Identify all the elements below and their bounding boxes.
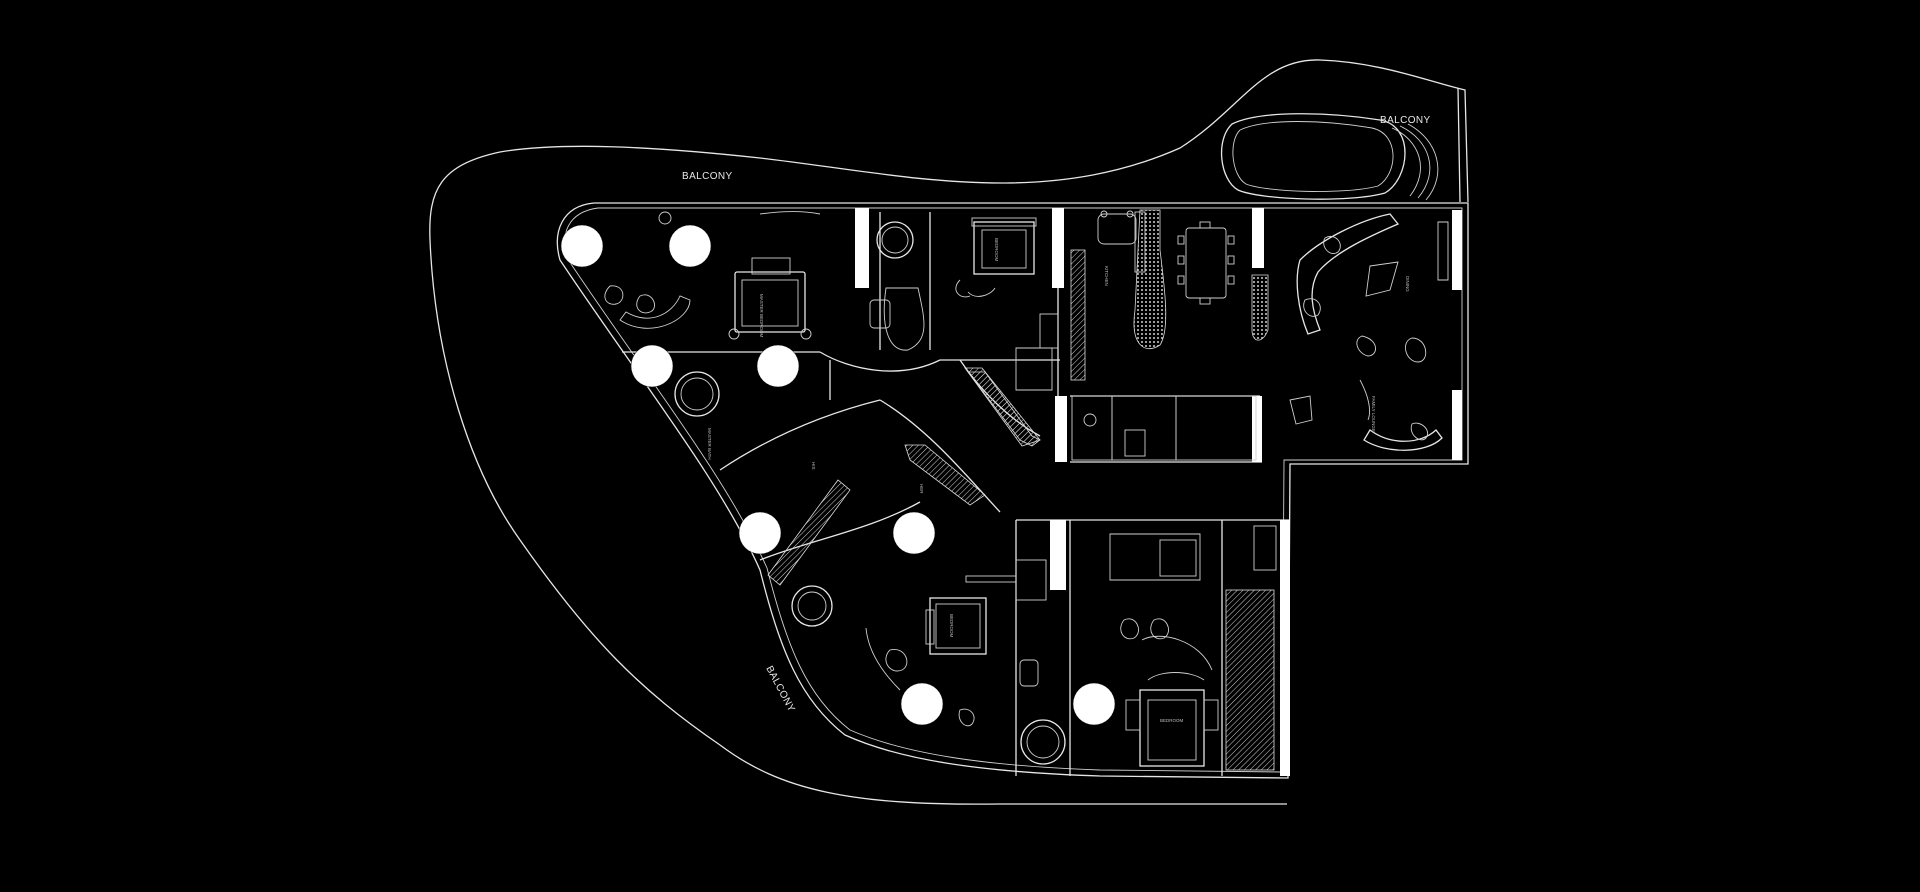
balcony-right-edge (1457, 87, 1461, 203)
balcony-pool-inner (1232, 121, 1394, 192)
column (630, 344, 674, 388)
wall-posts (855, 208, 1462, 776)
balcony-outline (429, 59, 1469, 805)
bedroom-2-furniture (955, 217, 1059, 391)
balcony-label-bottom: BALCONY (763, 664, 796, 714)
svg-text:MASTER BEDROOM: MASTER BEDROOM (759, 294, 764, 338)
svg-text:HER: HER (919, 484, 924, 494)
structural-columns (560, 224, 1116, 726)
svg-text:BEDROOM: BEDROOM (949, 614, 954, 638)
svg-text:HIS: HIS (811, 462, 816, 470)
balcony-label-right: BALCONY (1380, 115, 1431, 126)
bath-fixtures (674, 221, 1066, 765)
column (892, 511, 936, 555)
column (560, 224, 604, 268)
column (1072, 682, 1116, 726)
svg-text:KITCHEN: KITCHEN (1104, 266, 1109, 286)
column (668, 224, 712, 268)
family-lounge-furniture (1289, 213, 1449, 451)
built-in-cabinets (767, 209, 1275, 771)
kitchen-dining-furniture (1071, 210, 1257, 461)
bedroom-3-furniture (865, 559, 1047, 727)
svg-text:DINING: DINING (1405, 276, 1410, 292)
building-inner-outline (564, 207, 1463, 773)
svg-text:BEDROOM: BEDROOM (1160, 718, 1184, 723)
master-bedroom-furniture (604, 211, 821, 340)
balcony-label-top: BALCONY (682, 171, 733, 182)
bedroom-4-furniture (1109, 525, 1277, 767)
room-tags: MASTER BEDROOM BEDROOM KITCHEN DINING FA… (707, 238, 1410, 723)
svg-text:MASTER BATH: MASTER BATH (707, 428, 712, 460)
balcony-steps (1391, 123, 1439, 201)
svg-text:BEDROOM: BEDROOM (994, 238, 999, 262)
column (738, 511, 782, 555)
column (756, 344, 800, 388)
balcony-pool (1220, 113, 1406, 200)
column (900, 682, 944, 726)
building-outline (556, 202, 1469, 779)
svg-text:FAMILY LOUNGE: FAMILY LOUNGE (1371, 396, 1376, 432)
